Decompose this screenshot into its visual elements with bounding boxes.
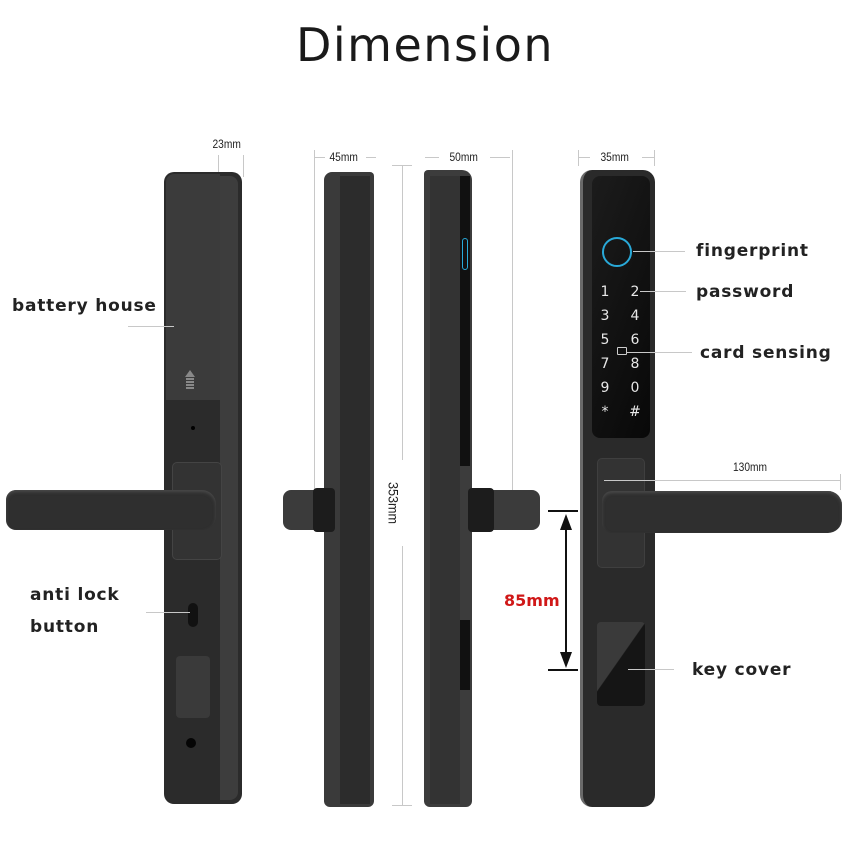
callout-key-cover: key cover bbox=[692, 660, 792, 680]
dim-line bbox=[840, 474, 841, 490]
grip-lines-icon bbox=[186, 378, 194, 390]
callout-line bbox=[633, 251, 685, 252]
callout-line bbox=[640, 291, 686, 292]
key-2: 2 bbox=[630, 284, 640, 300]
battery-cover bbox=[166, 174, 220, 400]
key-4: 4 bbox=[630, 308, 640, 324]
page-title: Dimension bbox=[295, 18, 554, 72]
dim-line bbox=[392, 805, 412, 806]
dim-arrow-shaft bbox=[565, 526, 567, 654]
dim-line bbox=[512, 150, 513, 500]
dim-line bbox=[642, 157, 654, 158]
body-shade bbox=[430, 176, 460, 804]
card-icon bbox=[617, 347, 627, 355]
dim-line bbox=[425, 157, 439, 158]
dim-side-right: 50mm bbox=[449, 150, 478, 164]
key-6: 6 bbox=[630, 332, 640, 348]
body-shade bbox=[340, 176, 370, 804]
callout-line bbox=[628, 669, 674, 670]
key-1: 1 bbox=[600, 284, 610, 300]
dim-line bbox=[578, 150, 579, 166]
body-edge bbox=[220, 176, 238, 800]
dim-handle-length: 130mm bbox=[733, 460, 768, 474]
cover-plate bbox=[176, 656, 210, 718]
key-3: 3 bbox=[600, 308, 610, 324]
dim-line bbox=[654, 150, 655, 166]
key-7: 7 bbox=[600, 356, 610, 372]
keypad-glass bbox=[592, 176, 650, 438]
dim-front-width: 35mm bbox=[600, 150, 629, 164]
lever-handle bbox=[6, 490, 216, 530]
key-9: 9 bbox=[600, 380, 610, 396]
reset-hole bbox=[191, 426, 195, 430]
fingerprint-edge-icon bbox=[462, 238, 468, 270]
key-8: 8 bbox=[630, 356, 640, 372]
key-star: * bbox=[601, 404, 609, 420]
arrow-up-icon bbox=[560, 514, 572, 530]
callout-line bbox=[128, 326, 174, 327]
callout-password: password bbox=[696, 282, 795, 302]
callout-line bbox=[146, 612, 190, 613]
dim-tick-top bbox=[548, 510, 578, 512]
callout-line bbox=[626, 352, 692, 353]
dim-side-left: 45mm bbox=[329, 150, 358, 164]
fingerprint-sensor-icon bbox=[602, 237, 632, 267]
dim-line bbox=[314, 150, 315, 500]
anti-lock-switch bbox=[188, 603, 198, 627]
keypad-edge bbox=[460, 176, 470, 466]
lever-handle bbox=[602, 491, 842, 533]
handle-neck bbox=[313, 488, 335, 532]
callout-card-sensing: card sensing bbox=[700, 343, 832, 363]
key-hash: # bbox=[629, 404, 641, 420]
callout-anti-lock-2: button bbox=[30, 617, 100, 637]
dim-overall-height: 353mm bbox=[385, 481, 402, 525]
cover-edge bbox=[460, 620, 470, 690]
dim-line bbox=[604, 480, 840, 481]
key-cover bbox=[597, 622, 645, 706]
dim-tick-bottom bbox=[548, 669, 578, 671]
dim-line bbox=[243, 155, 244, 177]
dim-line bbox=[315, 157, 325, 158]
key-0: 0 bbox=[630, 380, 640, 396]
callout-anti-lock: anti lock bbox=[30, 585, 120, 605]
dim-line bbox=[218, 155, 219, 177]
screw-hole bbox=[186, 738, 196, 748]
dim-line bbox=[490, 157, 510, 158]
label-bg bbox=[384, 460, 422, 546]
dim-line bbox=[578, 157, 590, 158]
dim-back-depth: 23mm bbox=[212, 137, 241, 151]
callout-fingerprint: fingerprint bbox=[696, 241, 809, 261]
dim-handle-to-key: 85mm bbox=[504, 591, 560, 610]
dim-line bbox=[366, 157, 376, 158]
arrow-down-icon bbox=[560, 652, 572, 668]
callout-battery-house: battery house bbox=[12, 296, 157, 316]
arrow-up-icon bbox=[185, 370, 195, 377]
key-5: 5 bbox=[600, 332, 610, 348]
handle-neck bbox=[468, 488, 494, 532]
